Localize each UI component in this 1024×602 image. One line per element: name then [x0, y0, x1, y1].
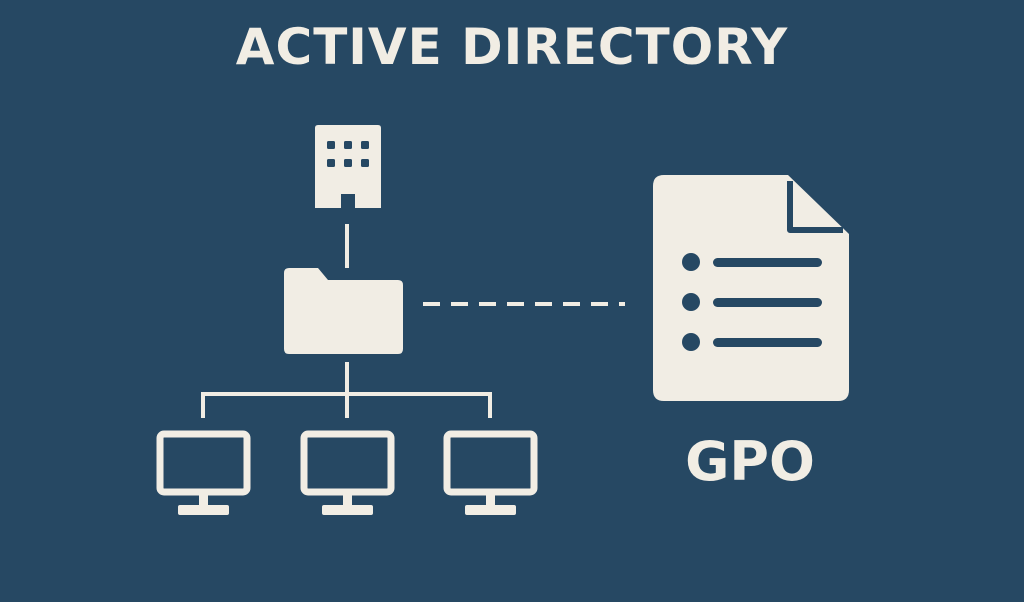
computer-icon: [156, 430, 251, 515]
tree-connectors: [201, 362, 492, 418]
diagram-title: ACTIVE DIRECTORY: [235, 18, 789, 76]
document-icon: [653, 175, 849, 401]
folder-icon: [284, 268, 403, 354]
building-icon: [315, 125, 381, 208]
gpo-label: GPO: [685, 430, 815, 493]
computer-icon: [300, 430, 395, 515]
computer-icon: [443, 430, 538, 515]
